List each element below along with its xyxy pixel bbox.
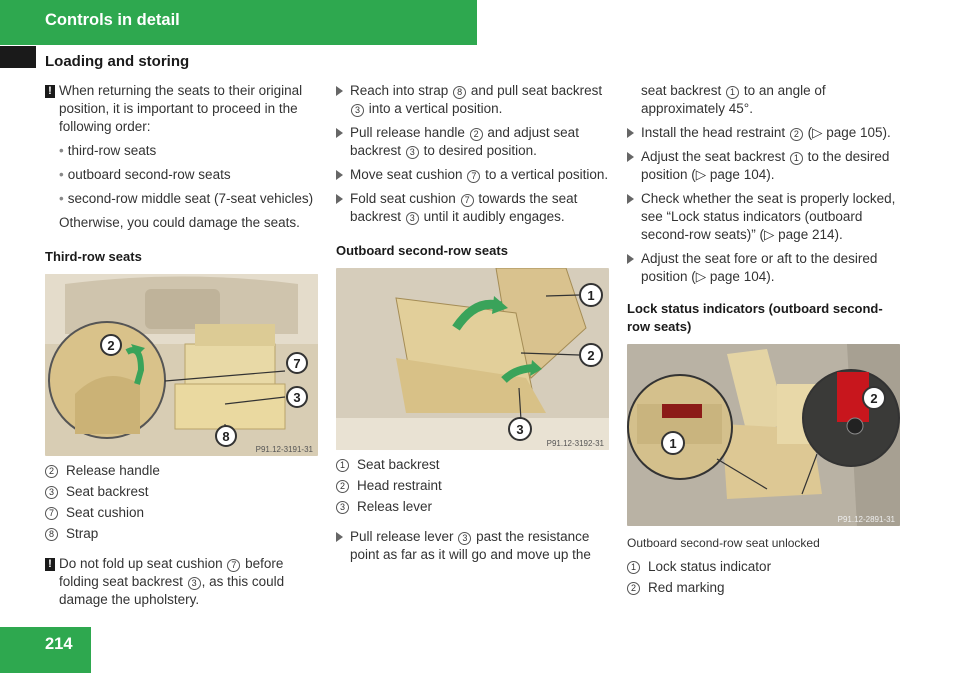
step-arrow-icon <box>627 254 634 264</box>
step: Adjust the seat fore or aft to the desir… <box>627 250 902 286</box>
svg-text:2: 2 <box>587 348 594 363</box>
callout-2: 2 <box>579 343 603 367</box>
warning-order: ! When returning the seats to their orig… <box>45 82 320 136</box>
step: Pull release lever 3 past the resistance… <box>336 528 611 564</box>
callout-2: 2 <box>100 334 122 356</box>
svg-text:7: 7 <box>293 356 300 371</box>
list-item: •outboard second-row seats <box>59 167 231 182</box>
step-arrow-icon <box>627 128 634 138</box>
list-item: •third-row seats <box>59 143 157 158</box>
photo-caption: Outboard second-row seat unlocked <box>627 536 820 550</box>
column-1: ! When returning the seats to their orig… <box>45 82 320 613</box>
step-arrow-icon <box>336 128 343 138</box>
warning-icon: ! <box>45 558 55 571</box>
callout-3: 3 <box>508 417 532 441</box>
subhead-third-row: Third-row seats <box>45 249 142 264</box>
step: Check whether the seat is properly locke… <box>627 190 902 244</box>
svg-text:1: 1 <box>587 288 594 303</box>
svg-text:3: 3 <box>293 390 300 405</box>
step: Adjust the seat backrest 1 to the desire… <box>627 148 902 184</box>
photo-code: P91.12-3192-31 <box>547 439 605 448</box>
column-3: seat backrest 1 to an angle of approxima… <box>627 82 902 600</box>
page-number: 214 <box>45 635 73 653</box>
callout-7: 7 <box>286 352 308 374</box>
warning-icon: ! <box>45 85 55 98</box>
photo-lock-status: 1 2 P91.12-2891-31 <box>627 344 900 526</box>
subhead-lock-status: Lock status indicators (outboard second-… <box>627 301 883 334</box>
header-title: Controls in detail <box>45 11 180 29</box>
step: Pull release handle 2 and adjust seat ba… <box>336 124 611 160</box>
step: Install the head restraint 2 (▷ page 105… <box>627 124 902 142</box>
step-arrow-icon <box>336 170 343 180</box>
svg-text:1: 1 <box>669 436 676 451</box>
photo-outboard-seats: 1 2 3 P91.12-3192-31 <box>336 268 609 450</box>
list-item: •second-row middle seat (7-seat vehicles… <box>59 191 314 206</box>
photo-code: P91.12-3191-31 <box>256 445 314 454</box>
photo-code: P91.12-2891-31 <box>838 515 896 524</box>
column-2: Reach into strap 8 and pull seat backres… <box>336 82 611 570</box>
subhead-outboard: Outboard second-row seats <box>336 243 508 258</box>
warning-otherwise: Otherwise, you could damage the seats. <box>59 215 300 230</box>
svg-text:2: 2 <box>870 391 877 406</box>
step-arrow-icon <box>627 194 634 204</box>
warning-upholstery: ! Do not fold up seat cushion 7 before f… <box>45 555 320 609</box>
svg-text:2: 2 <box>107 338 114 353</box>
svg-text:8: 8 <box>222 429 229 444</box>
callout-2: 2 <box>862 386 886 410</box>
step: Fold seat cushion 7 towards the seat bac… <box>336 190 611 226</box>
svg-text:3: 3 <box>516 422 523 437</box>
step-arrow-icon <box>336 86 343 96</box>
step-arrow-icon <box>336 194 343 204</box>
step-continued: seat backrest 1 to an angle of approxima… <box>641 83 826 116</box>
step: Reach into strap 8 and pull seat backres… <box>336 82 611 118</box>
step-arrow-icon <box>336 532 343 542</box>
callout-8: 8 <box>215 425 237 447</box>
callout-1: 1 <box>579 283 603 307</box>
header-bar: Controls in detail <box>0 0 477 45</box>
step: Move seat cushion 7 to a vertical positi… <box>336 166 611 184</box>
callout-3: 3 <box>286 386 308 408</box>
callout-1: 1 <box>661 431 685 455</box>
photo-third-row-seats: 2 7 3 8 P91.12-3191-31 <box>45 274 318 456</box>
step-arrow-icon <box>627 152 634 162</box>
section-title: Loading and storing <box>45 53 190 70</box>
section-tab <box>0 46 36 68</box>
page-number-box: 214 <box>0 627 91 673</box>
